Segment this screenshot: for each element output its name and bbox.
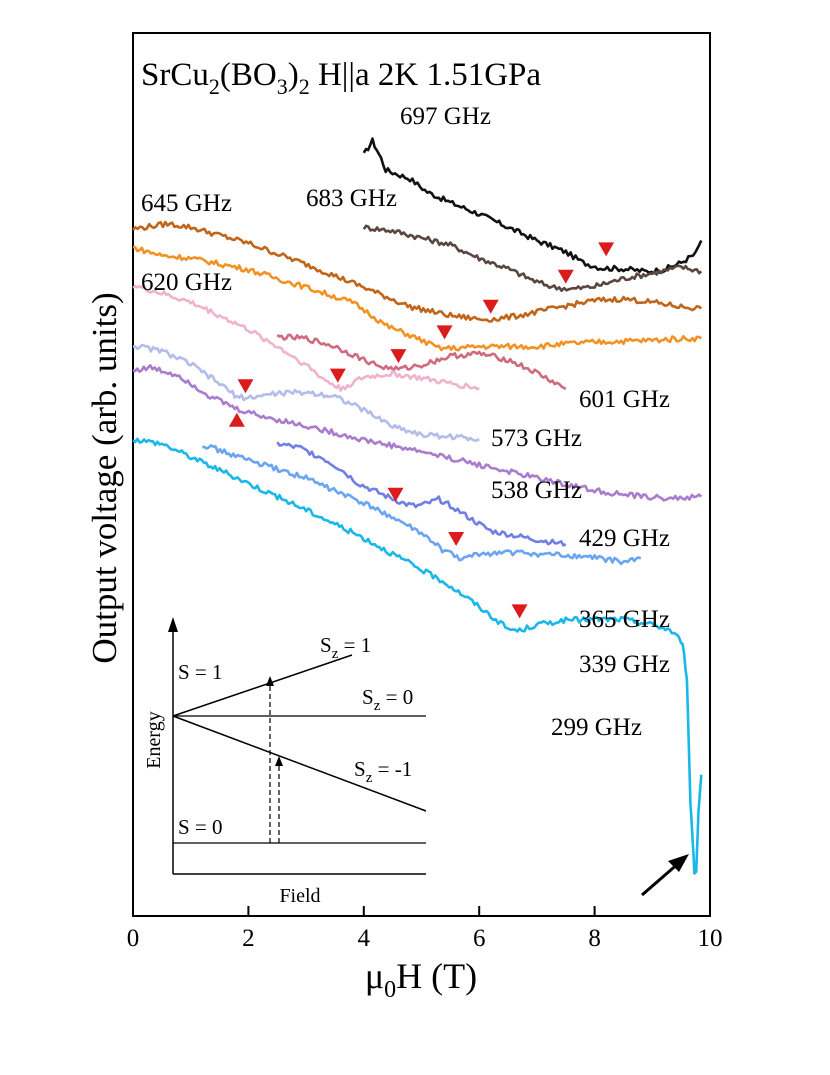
plot-frame	[132, 32, 711, 917]
series-line-299-ghz	[132, 437, 703, 875]
series-label-573-ghz: 573 GHz	[491, 425, 582, 452]
energy-level-inset: S = 1 S = 0 Sz = 1 Sz = 0 Sz = -1 Field …	[143, 617, 427, 907]
series-label-339-ghz: 339 GHz	[579, 651, 670, 678]
series-line-573-ghz	[132, 284, 480, 392]
x-tick-label-0: 0	[127, 925, 140, 952]
level-sz-minus	[172, 715, 427, 812]
x-tick-label-2: 4	[358, 925, 371, 952]
chart-title: SrCu2(BO3)2 H||a 2K 1.51GPa	[141, 57, 541, 99]
inset-y-arrow-icon	[168, 617, 178, 632]
series-label-683-ghz: 683 GHz	[306, 185, 397, 212]
resonance-marker-299-ghz	[511, 604, 528, 619]
inset-label-sz-plus: Sz = 1	[320, 633, 371, 662]
series-line-601-ghz	[276, 333, 567, 390]
resonance-marker-683-ghz	[557, 269, 574, 284]
level-sz-plus	[172, 654, 353, 717]
marker-layer	[228, 242, 615, 619]
x-tick-label-3: 6	[473, 925, 486, 952]
y-axis-label: Output voltage (arb. units)	[85, 292, 124, 663]
series-line-683-ghz	[362, 224, 703, 292]
series-line-365-ghz	[276, 441, 567, 547]
inset-y-label: Energy	[143, 711, 165, 768]
arrow-icon	[641, 854, 689, 897]
resonance-marker-697-ghz	[598, 242, 615, 257]
series-label-697-ghz: 697 GHz	[400, 103, 491, 130]
series-label-620-ghz: 620 GHz	[141, 269, 232, 296]
inset-x-label: Field	[279, 885, 320, 907]
series-label-645-ghz: 645 GHz	[141, 190, 232, 217]
series-label-299-ghz: 299 GHz	[551, 714, 642, 741]
series-layer	[132, 137, 703, 875]
series-line-697-ghz	[362, 137, 703, 275]
resonance-marker-601-ghz	[390, 349, 407, 364]
series-label-layer: 697 GHz 683 GHz 645 GHz 620 GHz 601 GHz 573 G…	[141, 103, 670, 741]
series-label-429-ghz: 429 GHz	[579, 525, 670, 552]
resonance-marker-573-ghz	[329, 368, 346, 383]
resonance-marker-620-ghz	[436, 325, 453, 340]
transition-arrow-1-icon	[266, 676, 274, 686]
transition-arrow-2-icon	[275, 756, 283, 766]
series-line-339-ghz	[202, 444, 642, 566]
series-line-645-ghz	[132, 220, 703, 323]
resonance-marker-538-ghz	[237, 379, 254, 394]
series-label-538-ghz: 538 GHz	[491, 477, 582, 504]
resonance-marker-429-ghz	[228, 412, 245, 427]
series-label-601-ghz: 601 GHz	[579, 386, 670, 413]
series-line-538-ghz	[132, 343, 480, 442]
resonance-marker-365-ghz	[387, 487, 404, 502]
x-tick-label-1: 2	[242, 925, 255, 952]
inset-label-sz-zero: Sz = 0	[362, 685, 413, 714]
x-axis: 0 2 4 6 8 10	[127, 906, 723, 952]
inset-label-s0: S = 0	[178, 815, 223, 839]
inset-label-s1: S = 1	[178, 660, 223, 684]
x-axis-label: μ0H (T)	[365, 956, 477, 1003]
x-tick-label-4: 8	[588, 925, 601, 952]
resonance-marker-339-ghz	[448, 531, 465, 546]
series-line-429-ghz	[132, 364, 703, 502]
series-label-365-ghz: 365 GHz	[579, 606, 670, 633]
series-line-620-ghz	[132, 245, 703, 352]
inset-label-sz-minus: Sz = -1	[354, 757, 412, 786]
x-tick-label-5: 10	[698, 925, 723, 952]
resonance-marker-645-ghz	[482, 299, 499, 314]
